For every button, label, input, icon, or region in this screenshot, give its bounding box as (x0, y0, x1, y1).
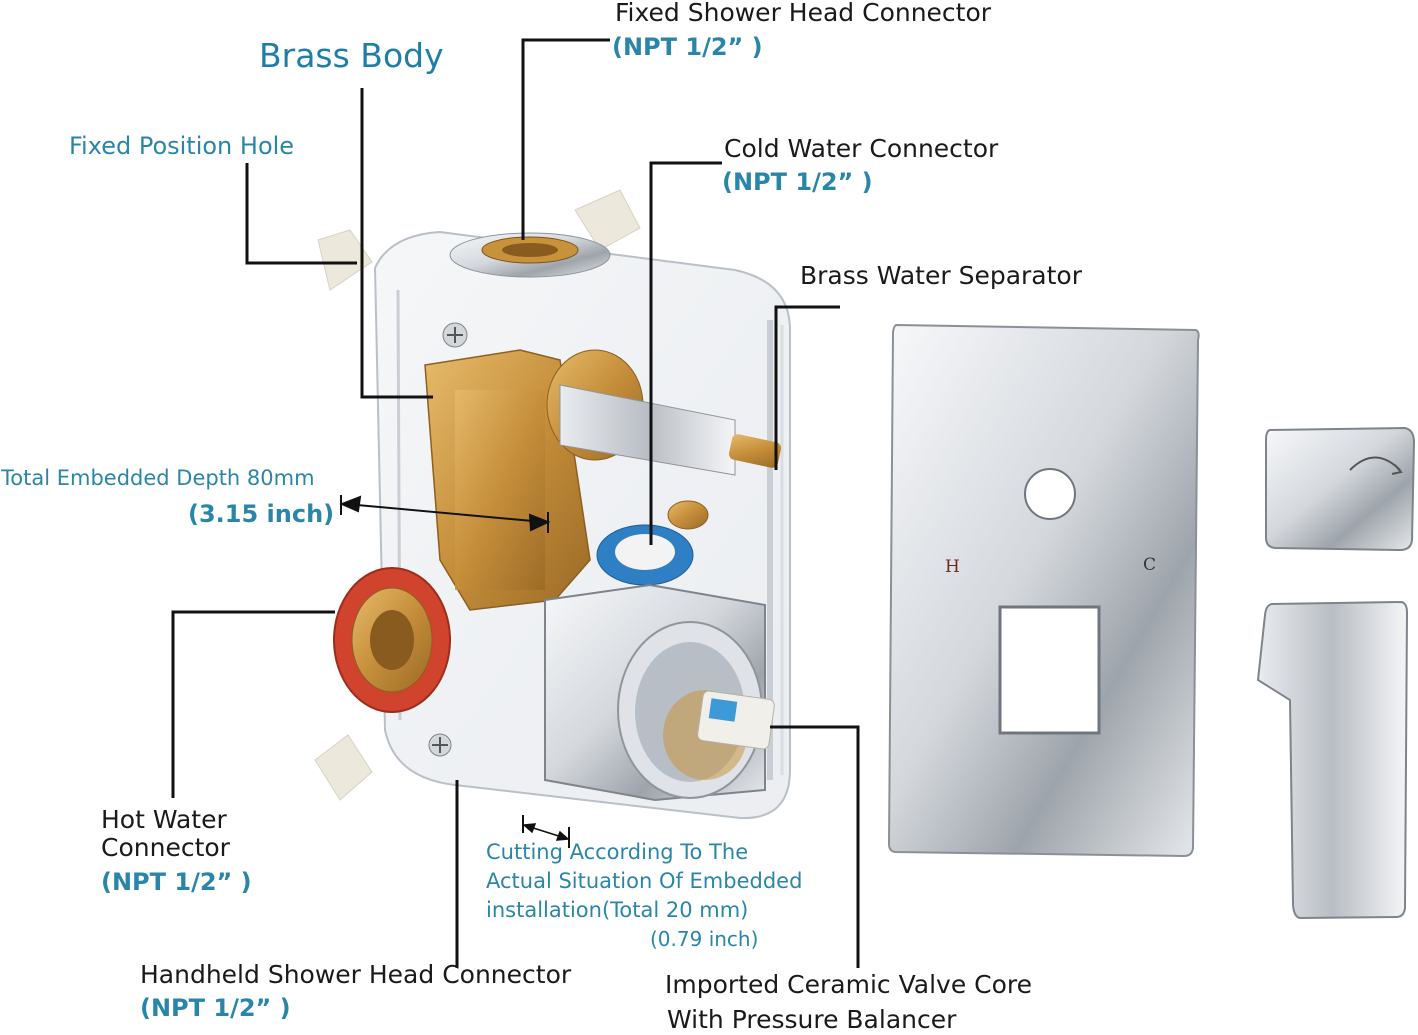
hot-water-label-line1: Hot Water (101, 805, 227, 834)
handheld-label: Handheld Shower Head Connector (140, 960, 572, 989)
depth-label: Total Embedded Depth 80mm (1, 466, 315, 490)
depth-inch-label: (3.15 inch) (188, 500, 335, 528)
leader-lines (171, 38, 860, 968)
leader-valve-core (770, 725, 860, 968)
leader-fixed-shower-head (521, 38, 610, 240)
cut-dimension-arrow (522, 823, 570, 841)
hot-water-npt: (NPT 1/2” ) (101, 868, 252, 896)
hot-water-label-line2: Connector (101, 833, 230, 862)
cutting-label-line2: Actual Situation Of Embedded (486, 869, 803, 893)
leader-fixed-position-hole (245, 163, 357, 265)
handle-illustration (1256, 426, 1416, 920)
cold-water-label: Cold Water Connector (724, 134, 999, 163)
plate-hot-mark: H (945, 557, 960, 577)
brass-body-label: Brass Body (259, 36, 444, 75)
leader-brass-body (360, 88, 433, 399)
trim-plate-illustration (887, 323, 1200, 858)
cutting-inch-label: (0.79 inch) (650, 927, 759, 951)
valve-core-label-line1: Imported Ceramic Valve Core (665, 970, 1033, 999)
leader-brass-separator (774, 305, 840, 470)
brass-separator-label: Brass Water Separator (800, 261, 1083, 290)
valve-core-label-line2: With Pressure Balancer (667, 1005, 957, 1034)
fixed-shower-head-label: Fixed Shower Head Connector (615, 0, 992, 27)
leader-cold-water (649, 161, 722, 545)
valve-body-illustration (314, 189, 791, 820)
cutting-label-line1: Cutting According To The (486, 840, 749, 864)
leader-hot-water (171, 610, 335, 798)
cold-water-npt: (NPT 1/2” ) (722, 168, 873, 196)
cutting-label-line3: installation(Total 20 mm) (486, 898, 749, 922)
plate-cold-mark: C (1143, 555, 1156, 575)
fixed-shower-head-npt: (NPT 1/2” ) (612, 33, 763, 61)
fixed-position-hole-label: Fixed Position Hole (69, 132, 295, 160)
handheld-npt: (NPT 1/2” ) (140, 994, 291, 1022)
depth-dimension-arrow (339, 495, 551, 533)
